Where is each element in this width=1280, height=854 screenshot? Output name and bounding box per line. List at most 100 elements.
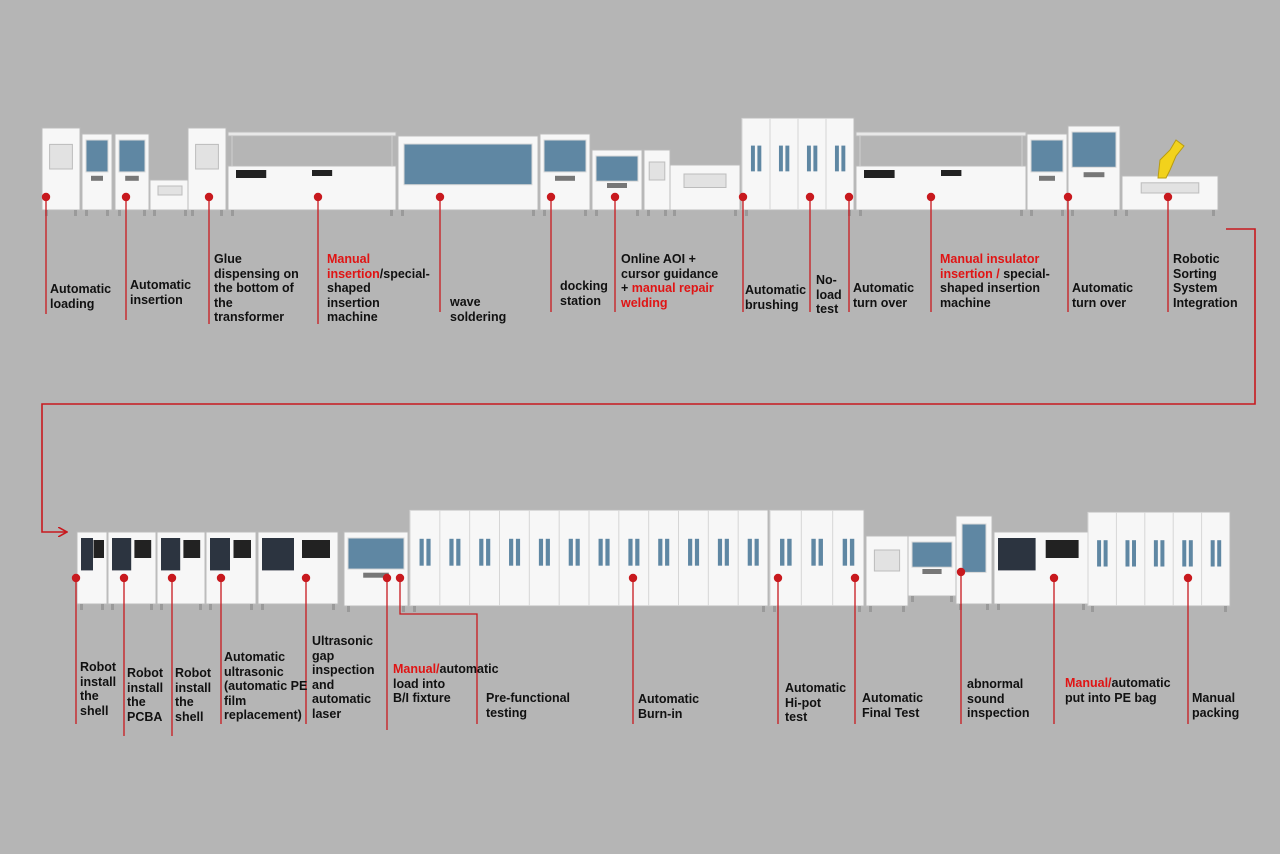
machine-panel — [607, 183, 627, 188]
machine-leg — [911, 596, 914, 602]
machine-window — [545, 538, 550, 566]
machine-window — [210, 538, 230, 571]
machine-panel — [922, 569, 942, 574]
label-text-part: Robot install the shell — [80, 660, 117, 718]
label-text-part: Robotic Sorting System Integration — [1173, 252, 1238, 310]
machine-leg — [160, 604, 163, 610]
label-text-part: Manual/ — [1065, 676, 1112, 690]
machine-leg — [1212, 210, 1215, 216]
label-text-part: wave soldering — [450, 295, 507, 324]
machine-panel — [91, 175, 103, 181]
machine-screen — [312, 170, 333, 176]
machine-window — [1217, 540, 1222, 567]
machine-window — [811, 538, 816, 566]
machine-window — [1188, 540, 1193, 567]
machine-window — [1071, 131, 1117, 168]
machine-window — [1182, 540, 1187, 567]
machine-window — [85, 139, 109, 173]
machine-leg — [902, 606, 905, 612]
station-marker-dot — [121, 192, 131, 202]
machine-leg — [950, 596, 953, 602]
machine-window — [998, 538, 1036, 571]
machine-window — [778, 145, 783, 172]
machine-window — [403, 143, 533, 186]
machine-leg — [101, 604, 104, 610]
label-text-part: automatic put into PE bag — [1065, 676, 1171, 705]
machine-window — [849, 538, 855, 566]
machine-window — [262, 538, 294, 571]
station-marker-dot — [216, 573, 226, 583]
label-text-part: No-load test — [816, 273, 842, 316]
machine-panel — [49, 143, 73, 170]
station-marker-dot — [773, 573, 783, 583]
label-text-part: Robot install the PCBA — [127, 666, 164, 724]
machine-window — [568, 538, 573, 566]
machine-window — [112, 538, 132, 571]
label-text-part: Robot install the shell — [175, 666, 212, 724]
machine-screen — [1045, 540, 1079, 558]
station-markers — [41, 192, 1193, 583]
label-text-part: Ultrasonic gap inspection and automatic … — [312, 634, 375, 721]
machine-leg — [191, 210, 194, 216]
machine-window — [509, 538, 514, 566]
station-marker-dot — [610, 192, 620, 202]
machine-window — [717, 538, 723, 566]
machine-leg — [673, 210, 676, 216]
machine-leg — [869, 606, 872, 612]
machine-screen — [233, 540, 251, 558]
label-text-part: Glue dispensing on the bottom of the tra… — [214, 252, 299, 324]
machine-window — [118, 139, 146, 173]
machine-panel — [195, 143, 219, 170]
machine-leg — [1071, 210, 1074, 216]
label-text-part: Automatic Burn-in — [638, 692, 700, 721]
leader-line — [399, 578, 478, 724]
machine-window — [841, 145, 846, 172]
machine-window — [842, 538, 848, 566]
machine-leg — [1061, 210, 1064, 216]
label-text-part: Automatic brushing — [745, 283, 807, 312]
machine-window — [665, 538, 670, 566]
machine-panel — [555, 175, 575, 181]
machine-window — [347, 537, 405, 570]
station-marker-dot — [1183, 573, 1193, 583]
machine-leg — [1030, 210, 1033, 216]
machine-leg — [347, 606, 350, 612]
robot-arm — [1157, 139, 1185, 179]
machine-leg — [413, 606, 416, 612]
machine-leg — [261, 604, 264, 610]
machine-window — [785, 145, 790, 172]
machine-leg — [332, 604, 335, 610]
machine-window — [1132, 540, 1136, 567]
label-text-part: abnormal sound inspection — [967, 677, 1030, 720]
station-marker-dot — [395, 573, 405, 583]
label-text-part: Automatic Final Test — [862, 691, 924, 720]
machine-leg — [199, 604, 202, 610]
conveyor-rail — [227, 131, 397, 137]
machines-row-1 — [41, 117, 1219, 216]
machine-window — [81, 538, 93, 571]
machine-window — [1160, 540, 1165, 567]
row1-station-label-11: Manual insulator insertion / special-sha… — [940, 252, 1058, 310]
machine-leg — [250, 604, 253, 610]
machine-window — [605, 538, 610, 566]
machine-window — [628, 538, 633, 566]
machine-panel — [648, 161, 666, 181]
machine-window — [479, 538, 484, 566]
machine-leg — [80, 604, 83, 610]
machine-panel — [1140, 182, 1200, 194]
machine-leg — [745, 210, 748, 216]
label-text-part: Pre-functional testing — [486, 691, 571, 720]
machine-window — [757, 145, 762, 172]
station-marker-dot — [850, 573, 860, 583]
label-text-part: Automatic insertion — [130, 278, 192, 307]
row1-station-label-10: Automatic turn over — [853, 281, 923, 310]
machine-leg — [1020, 210, 1023, 216]
row2-station-label-9: Automatic Hi-pot test — [785, 681, 846, 725]
row2-station-label-6: Manual/automatic load into B/I fixture — [393, 662, 499, 706]
machine-leg — [773, 606, 776, 612]
label-text-part: Automatic ultrasonic (automatic PE film … — [224, 650, 308, 722]
station-marker-dot — [71, 573, 81, 583]
machine-leg — [209, 604, 212, 610]
machine-screen — [93, 540, 104, 558]
row2-station-label-12: Manual/automatic put into PE bag — [1065, 676, 1171, 705]
